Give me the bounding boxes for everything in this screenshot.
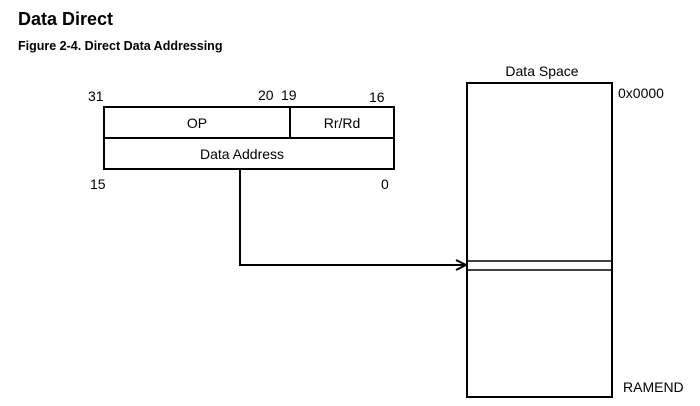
op-field-label: OP <box>187 115 207 131</box>
address-pointer-arrow <box>239 169 466 265</box>
figure-caption: Figure 2-4. Direct Data Addressing <box>18 39 223 53</box>
data-space-block <box>466 82 613 398</box>
bit-label-15: 15 <box>90 176 106 192</box>
data-space-label: Data Space <box>505 63 578 79</box>
bit-label-20: 20 <box>258 87 274 103</box>
section-title: Data Direct <box>18 9 114 29</box>
register-field-label: Rr/Rd <box>324 115 361 131</box>
bit-label-19: 19 <box>281 87 297 103</box>
instruction-word-lower <box>103 137 395 170</box>
bit-label-16: 16 <box>369 89 385 105</box>
end-address-label: RAMEND <box>623 379 684 395</box>
data-address-field-label: Data Address <box>200 146 284 162</box>
bit-label-31: 31 <box>88 88 104 104</box>
start-address-label: 0x0000 <box>618 85 664 101</box>
bit-label-0: 0 <box>381 176 389 192</box>
